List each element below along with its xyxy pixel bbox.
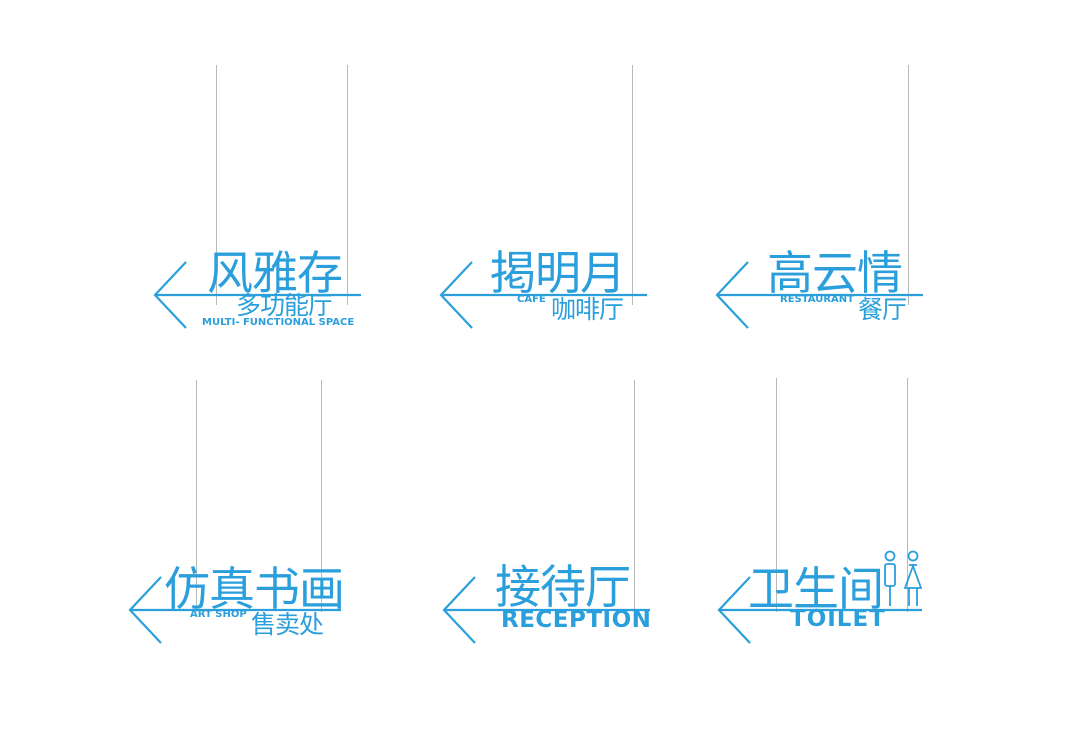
sign-english-label: ART SHOP [190,609,247,620]
restroom-icon [884,550,923,606]
sign-english-label: TOILET [790,606,886,632]
hanging-wire [907,378,908,612]
sign-english-label: RECEPTION [501,607,652,633]
left-arrow-icon [439,261,647,329]
left-arrow-icon [715,261,923,329]
sign-subtitle: 咖啡厅 [551,295,624,324]
sign-english-label: CAFE [517,294,546,305]
sign-subtitle: 餐厅 [858,295,907,324]
hanging-wire [347,65,348,305]
left-arrow-icon [717,576,922,644]
sign-main-title: 仿真书画 [164,562,345,616]
hanging-wire [634,380,635,612]
sign-main-title: 高云情 [767,246,903,300]
hanging-wire [216,65,217,305]
sign-subtitle: 售卖处 [251,610,324,639]
hanging-wire [321,380,322,612]
left-arrow-icon [442,576,650,644]
sign-english-label: MULTI- FUNCTIONAL SPACE [202,317,355,328]
hanging-wire [908,65,909,305]
sign-main-title: 卫生间 [748,562,884,616]
sign-main-title: 风雅存 [207,246,343,300]
hanging-wire [632,65,633,305]
left-arrow-icon [153,261,361,329]
sign-main-title: 接待厅 [495,560,631,614]
hanging-wire [196,380,197,612]
hanging-wire [776,378,777,612]
sign-main-title: 掲明月 [490,246,626,300]
left-arrow-icon [128,576,341,644]
sign-english-label: RESTAURANT [780,294,854,305]
sign-subtitle: 多功能厅 [236,291,333,320]
